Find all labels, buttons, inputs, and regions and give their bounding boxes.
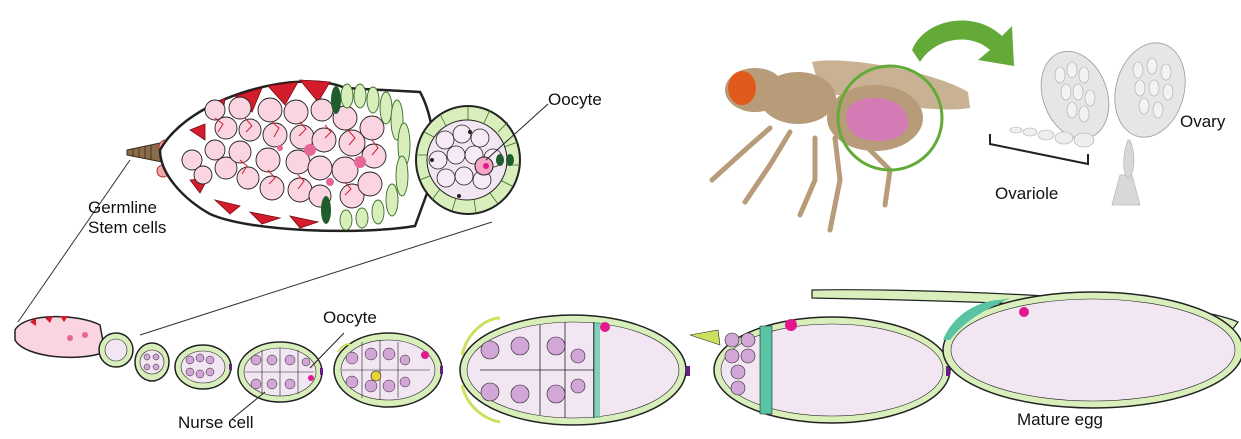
germline-label-line2: Stem cells: [88, 218, 166, 238]
oocyte-label-bottom: Oocyte: [323, 308, 377, 328]
germline-label-line1: Germline: [88, 198, 157, 218]
ovary-label: Ovary: [1180, 112, 1225, 132]
fruit-fly-icon: [712, 60, 970, 230]
ovariole-strip: [15, 290, 1241, 425]
mature-egg-label: Mature egg: [1017, 410, 1103, 430]
oocyte-label-top: Oocyte: [548, 90, 602, 110]
ovariole-label: Ovariole: [995, 184, 1058, 204]
ovary-icon: [990, 35, 1195, 205]
ovariole-bracket: [990, 134, 1088, 164]
fly-eye: [728, 71, 756, 105]
curved-arrow-icon: [912, 20, 1014, 66]
nurse-cell-label: Nurse cell: [178, 413, 254, 433]
germarium-enlarged: [127, 80, 548, 231]
